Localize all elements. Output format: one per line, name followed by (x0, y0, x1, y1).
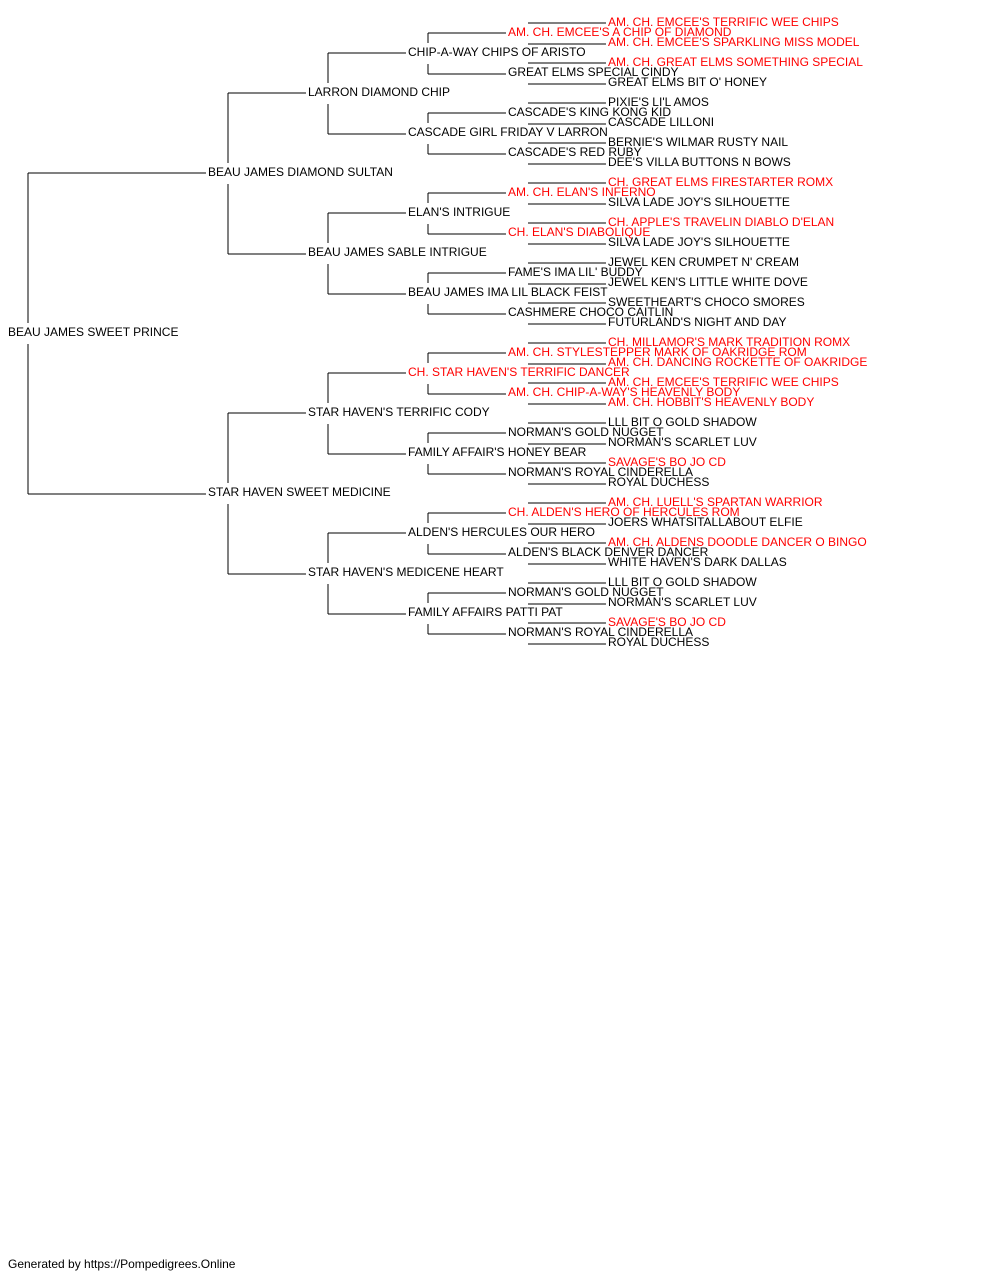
g3-grandparent-name: SILVA LADE JOY'S SILHOUETTE (608, 235, 790, 249)
g2-grandparent-name: FAME'S IMA LIL' BUDDY (508, 265, 643, 279)
g3-grandparent-name: LLL BIT O GOLD SHADOW (608, 415, 757, 429)
g3-grandparent-name: CH. GREAT ELMS FIRESTARTER ROMX (608, 175, 833, 189)
g3-grandparent-name: AM. CH. EMCEE'S TERRIFIC WEE CHIPS (608, 15, 839, 29)
g2-grandparent-name: NORMAN'S GOLD NUGGET (508, 425, 664, 439)
g3-grandparent-name: CASCADE LILLONI (608, 115, 714, 129)
g2-grandparent-name: NORMAN'S ROYAL CINDERELLA (508, 465, 693, 479)
pedigree-tree: BEAU JAMES SWEET PRINCE BEAU JAMES DIAMON… (8, 15, 867, 649)
g3-grandparent-name: JEWEL KEN CRUMPET N' CREAM (608, 255, 799, 269)
g2-grandparent-name: CASCADE'S RED RUBY (508, 145, 642, 159)
g2-grandparent-name: NORMAN'S ROYAL CINDERELLA (508, 625, 693, 639)
g3-grandparent-name: PIXIE'S LI'L AMOS (608, 95, 709, 109)
g3-grandparent-name: JEWEL KEN'S LITTLE WHITE DOVE (608, 275, 808, 289)
great-grandparent-name: BEAU JAMES IMA LIL BLACK FEIST (408, 285, 608, 299)
g2-grandparent-name: AM. CH. EMCEE'S A CHIP OF DIAMOND (508, 25, 732, 39)
g3-grandparent-name: ROYAL DUCHESS (608, 635, 709, 649)
great-grandparent-name: CASCADE GIRL FRIDAY V LARRON (408, 125, 608, 139)
g2-grandparent-name: AM. CH. STYLESTEPPER MARK OF OAKRIDGE RO… (508, 345, 807, 359)
great-grandparent-name: FAMILY AFFAIRS PATTI PAT (408, 605, 563, 619)
g3-grandparent-name: NORMAN'S SCARLET LUV (608, 595, 757, 609)
great-grandparent-name: FAMILY AFFAIR'S HONEY BEAR (408, 445, 587, 459)
great-grandparent-name: ALDEN'S HERCULES OUR HERO (408, 525, 595, 539)
g3-grandparent-name: SAVAGE'S BO JO CD (608, 455, 726, 469)
subject-name: BEAU JAMES SWEET PRINCE (8, 325, 178, 339)
g3-grandparent-name: AM. CH. LUELL'S SPARTAN WARRIOR (608, 495, 823, 509)
g2-grandparent-name: AM. CH. ELAN'S INFERNO (508, 185, 656, 199)
g2-grandparent-name: CASCADE'S KING KONG KID (508, 105, 671, 119)
grandparent-name: BEAU JAMES SABLE INTRIGUE (308, 245, 487, 259)
g3-grandparent-name: NORMAN'S SCARLET LUV (608, 435, 757, 449)
g3-grandparent-name: SAVAGE'S BO JO CD (608, 615, 726, 629)
g2-grandparent-name: GREAT ELMS SPECIAL CINDY (508, 65, 679, 79)
g2-grandparent-name: CH. ELAN'S DIABOLIQUE (508, 225, 650, 239)
g3-grandparent-name: SWEETHEART'S CHOCO SMORES (608, 295, 805, 309)
g3-grandparent-name: AM. CH. EMCEE'S SPARKLING MISS MODEL (608, 35, 860, 49)
g3-grandparent-name: AM. CH. DANCING ROCKETTE OF OAKRIDGE (608, 355, 867, 369)
great-grandparent-name: CH. STAR HAVEN'S TERRIFIC DANCER (408, 365, 630, 379)
g2-grandparent-name: CH. ALDEN'S HERO OF HERCULES ROM (508, 505, 740, 519)
g3-grandparent-name: CH. APPLE'S TRAVELIN DIABLO D'ELAN (608, 215, 834, 229)
g3-grandparent-name: JOERS WHATSITALLABOUT ELFIE (608, 515, 803, 529)
grandparent-name: STAR HAVEN'S MEDICENE HEART (308, 565, 504, 579)
g2-grandparent-name: AM. CH. CHIP-A-WAY'S HEAVENLY BODY (508, 385, 740, 399)
g3-grandparent-name: FUTURLAND'S NIGHT AND DAY (608, 315, 787, 329)
g3-grandparent-name: DEE'S VILLA BUTTONS N BOWS (608, 155, 791, 169)
great-grandparent-name: ELAN'S INTRIGUE (408, 205, 510, 219)
g2-grandparent-name: NORMAN'S GOLD NUGGET (508, 585, 664, 599)
g2-grandparent-name: CASHMERE CHOCO CAITLIN (508, 305, 673, 319)
generated-by-footer: Generated by https://Pompedigrees.Online (8, 1257, 236, 1271)
g3-grandparent-name: SILVA LADE JOY'S SILHOUETTE (608, 195, 790, 209)
g3-grandparent-name: AM. CH. EMCEE'S TERRIFIC WEE CHIPS (608, 375, 839, 389)
g3-grandparent-name: BERNIE'S WILMAR RUSTY NAIL (608, 135, 788, 149)
g3-grandparent-name: LLL BIT O GOLD SHADOW (608, 575, 757, 589)
g3-grandparent-name: ROYAL DUCHESS (608, 475, 709, 489)
g3-grandparent-name: AM. CH. GREAT ELMS SOMETHING SPECIAL (608, 55, 863, 69)
parent-name: BEAU JAMES DIAMOND SULTAN (208, 165, 393, 179)
grandparent-name: STAR HAVEN'S TERRIFIC CODY (308, 405, 490, 419)
g3-grandparent-name: AM. CH. HOBBIT'S HEAVENLY BODY (608, 395, 814, 409)
parent-name: STAR HAVEN SWEET MEDICINE (208, 485, 391, 499)
g2-grandparent-name: ALDEN'S BLACK DENVER DANCER (508, 545, 709, 559)
g3-grandparent-name: CH. MILLAMOR'S MARK TRADITION ROMX (608, 335, 850, 349)
great-grandparent-name: CHIP-A-WAY CHIPS OF ARISTO (408, 45, 586, 59)
g3-grandparent-name: AM. CH. ALDENS DOODLE DANCER O BINGO (608, 535, 867, 549)
g3-grandparent-name: GREAT ELMS BIT O' HONEY (608, 75, 767, 89)
grandparent-name: LARRON DIAMOND CHIP (308, 85, 450, 99)
g3-grandparent-name: WHITE HAVEN'S DARK DALLAS (608, 555, 787, 569)
